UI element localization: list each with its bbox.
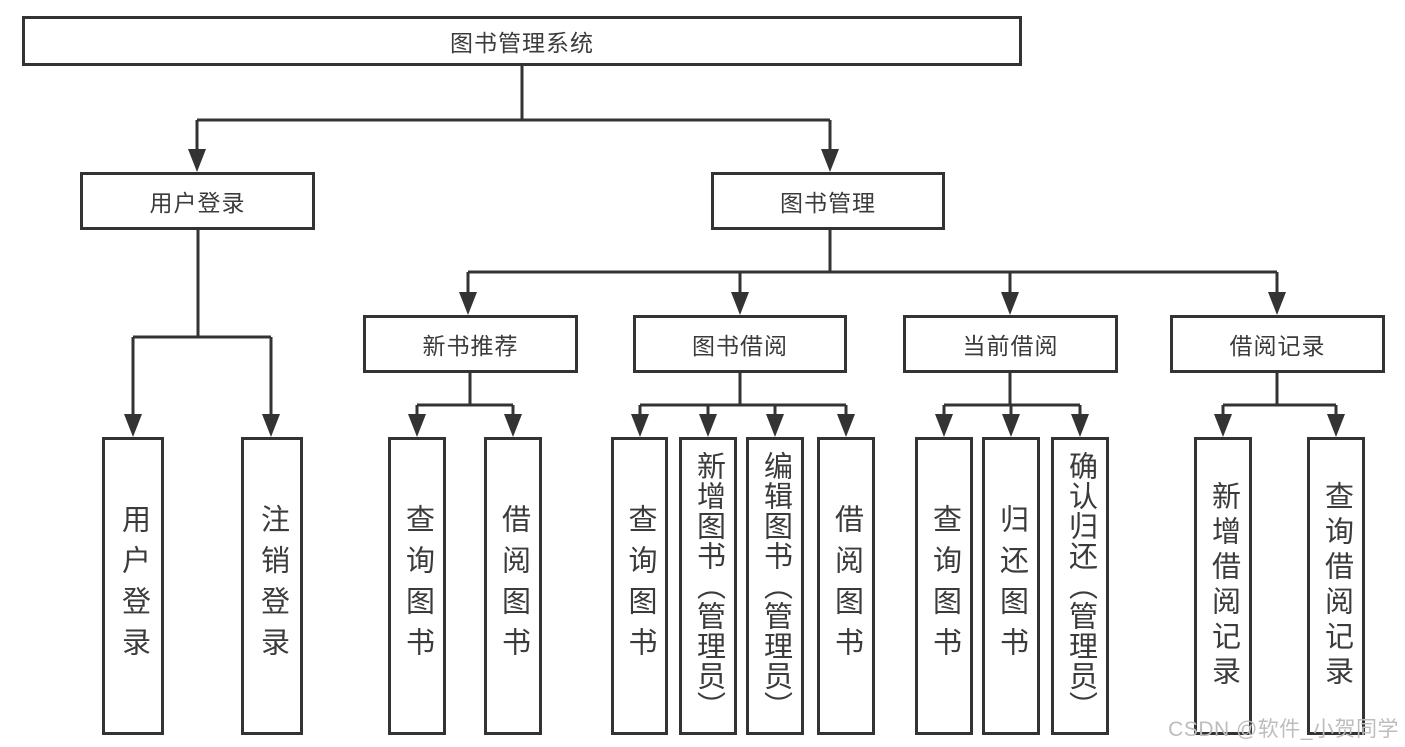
node-borrow-record-label: 借阅记录 <box>1229 333 1326 359</box>
leaf-borrow-book-borrow: 借阅图书 <box>817 437 875 735</box>
node-book-borrow-label: 图书借阅 <box>692 333 788 359</box>
node-root: 图书管理系统 <box>22 16 1022 66</box>
leaf-query-book-borrow-label: 查询图书 <box>624 504 656 668</box>
leaf-query-borrow-record-label: 查询借阅记录 <box>1320 481 1353 691</box>
node-borrow-record: 借阅记录 <box>1170 315 1385 373</box>
node-current-borrow: 当前借阅 <box>903 315 1118 373</box>
leaf-return-book: 归还图书 <box>982 437 1040 735</box>
leaf-borrow-book-recommend-label: 借阅图书 <box>497 504 530 668</box>
leaf-add-borrow-record: 新增借阅记录 <box>1194 437 1252 735</box>
leaf-user-login-label: 用户登录 <box>117 504 150 668</box>
leaf-add-book-admin: 新增图书（管理员） <box>679 437 737 735</box>
node-book-borrow: 图书借阅 <box>633 315 847 373</box>
node-book-management-label: 图书管理 <box>780 190 876 216</box>
node-root-label: 图书管理系统 <box>450 30 594 56</box>
leaf-add-book-admin-label: 新增图书（管理员） <box>692 451 725 721</box>
leaf-logout: 注销登录 <box>241 437 303 735</box>
leaf-user-login: 用户登录 <box>102 437 164 735</box>
node-user-login-label: 用户登录 <box>149 190 246 216</box>
node-new-book-recommend-label: 新书推荐 <box>422 333 519 359</box>
leaf-query-book-current: 查询图书 <box>915 437 973 735</box>
node-new-book-recommend: 新书推荐 <box>363 315 578 373</box>
node-user-login: 用户登录 <box>80 172 315 230</box>
leaf-logout-label: 注销登录 <box>256 504 289 668</box>
leaf-add-borrow-record-label: 新增借阅记录 <box>1207 481 1240 691</box>
node-book-management: 图书管理 <box>711 172 945 230</box>
leaf-query-borrow-record: 查询借阅记录 <box>1307 437 1365 735</box>
leaf-borrow-book-recommend: 借阅图书 <box>484 437 542 735</box>
leaf-edit-book-admin-label: 编辑图书（管理员） <box>759 451 792 721</box>
leaf-query-book-recommend-label: 查询图书 <box>401 504 434 668</box>
leaf-query-book-borrow: 查询图书 <box>611 437 668 735</box>
leaf-confirm-return-admin: 确认归还（管理员） <box>1051 437 1109 735</box>
leaf-confirm-return-admin-label: 确认归还（管理员） <box>1064 451 1097 721</box>
leaf-edit-book-admin: 编辑图书（管理员） <box>746 437 804 735</box>
leaf-query-book-current-label: 查询图书 <box>928 504 961 668</box>
leaf-borrow-book-borrow-label: 借阅图书 <box>830 504 863 668</box>
leaf-return-book-label: 归还图书 <box>995 504 1028 668</box>
node-current-borrow-label: 当前借阅 <box>962 333 1059 359</box>
leaf-query-book-recommend: 查询图书 <box>388 437 446 735</box>
